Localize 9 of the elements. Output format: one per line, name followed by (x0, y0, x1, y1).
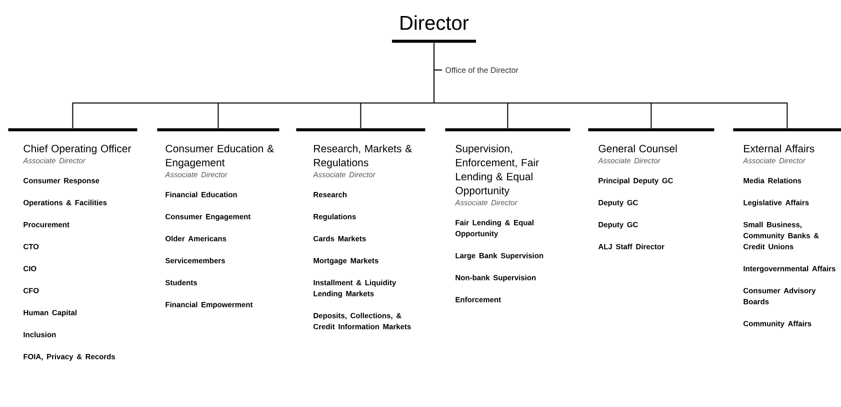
unit-heading: Research, Markets & Regulations (314, 144, 412, 168)
unit-heading: Consumer Education & Engagement (166, 144, 274, 168)
unit-heading: Supervision, Enforcement, Fair Lending & Equal Opportunity (456, 144, 539, 196)
unit-heading: Chief Operating Officer (24, 144, 132, 154)
title-heading: Director (400, 15, 469, 30)
unit-heading: External Affairs (744, 144, 814, 152)
office-label: Office of the Director (446, 67, 518, 73)
connector-line (434, 42, 788, 128)
unit-heading: General Counsel (598, 144, 677, 152)
